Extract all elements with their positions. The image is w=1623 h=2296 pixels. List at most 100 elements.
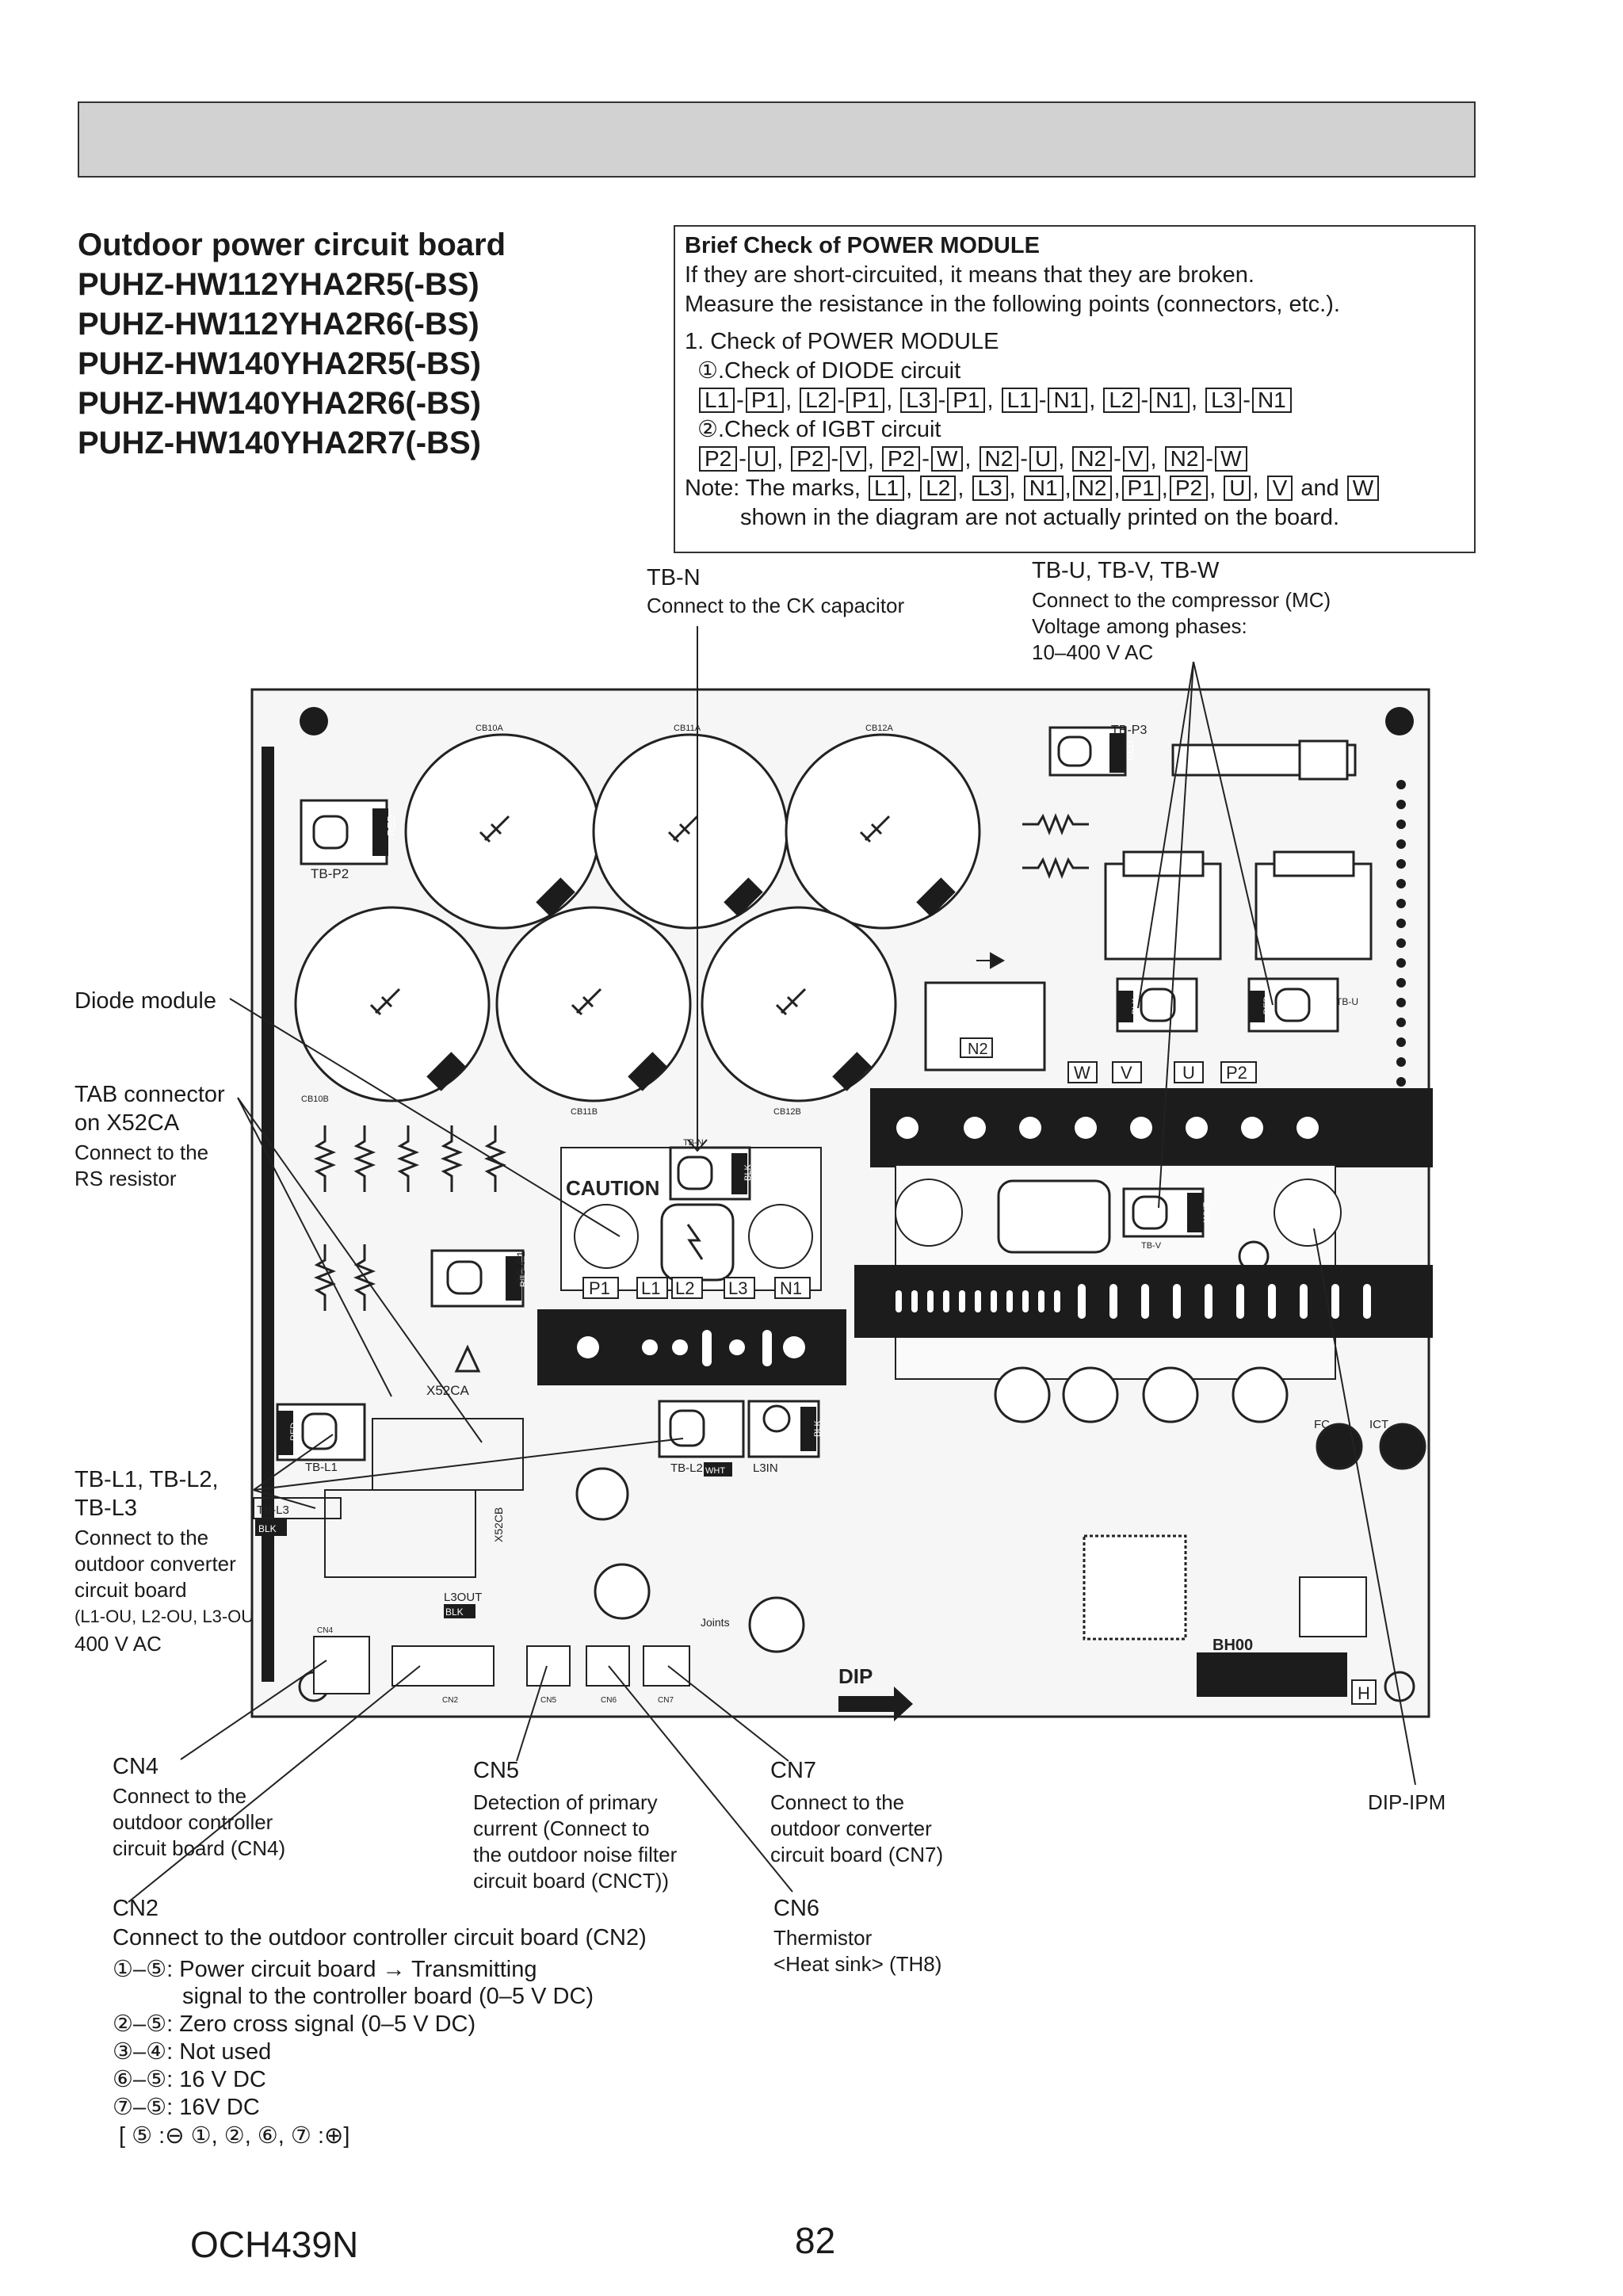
mount-hole: [1385, 707, 1414, 735]
header-bar: [78, 101, 1476, 178]
x52cb-relay: [324, 1489, 476, 1578]
mark-box: U: [1224, 476, 1251, 501]
cn5-desc: Detection of primary: [473, 1790, 658, 1814]
current-transformer-ct2: [1104, 862, 1222, 961]
mark-box: L2: [800, 388, 836, 413]
cn4-title: CN4: [113, 1754, 159, 1779]
diode-pairs: L1-P1, L2-P1, L3-P1, L1-N1, L2-N1, L3-N1: [685, 386, 1465, 415]
red-mark: RED: [1125, 740, 1136, 761]
tb-v-terminal: WHT TB-V: [1122, 1187, 1212, 1251]
cn2-line: ②–⑤: Zero cross signal (0–5 V DC): [113, 2011, 476, 2037]
cn2-board-label: CN2: [442, 1696, 458, 1705]
model-name: PUHZ-HW140YHA2R6(-BS): [78, 386, 481, 421]
cap-label-cb12a: CB12A: [865, 724, 894, 733]
leader-lines: [128, 626, 1416, 1903]
igbt-check-title: ②.Check of IGBT circuit: [697, 417, 941, 442]
capacitor-bank: [294, 733, 981, 1102]
model-name: PUHZ-HW112YHA2R5(-BS): [78, 267, 479, 302]
cap-label-cb11a: CB11A: [674, 724, 701, 733]
brief-check-line: If they are short-circuited, it means th…: [685, 262, 1254, 288]
mark-u: U: [1182, 1063, 1195, 1083]
tbl-desc: (L1-OU, L2-OU, L3-OU): [74, 1606, 260, 1626]
cn2-connector: [391, 1645, 495, 1687]
cn5-desc: circuit board (CNCT)): [473, 1869, 670, 1893]
brief-check-step: 1. Check of POWER MODULE: [685, 329, 999, 354]
capacitor-c13: [997, 1179, 1111, 1254]
cn14-connector: [1299, 1576, 1367, 1637]
capacitor-polarity: [369, 815, 891, 1016]
tab-connector-desc: RS resistor: [74, 1167, 177, 1190]
ipm-pins: [896, 1284, 1371, 1319]
mark-box: N2: [1164, 446, 1205, 472]
l3out-label: L3OUT: [444, 1591, 482, 1604]
mark-box: U: [1029, 446, 1057, 472]
cn7-desc: circuit board (CN7): [770, 1843, 944, 1866]
note-line: Note: The marks, L1, L2, L3, N1,N2,P1,P2…: [685, 474, 1465, 503]
cn4-desc: outdoor controller: [113, 1810, 273, 1834]
cn7-board-label: CN7: [658, 1696, 674, 1705]
mark-box: W: [1215, 446, 1247, 472]
caution-label: CAUTION: [566, 1176, 659, 1200]
blk-mark: BLK: [445, 1606, 464, 1618]
brief-check-heading: Brief Check of POWER MODULE: [685, 233, 1040, 258]
mark-box: L3: [1205, 388, 1242, 413]
resistor-r370a: [1022, 812, 1089, 836]
tab-connector-desc: Connect to the: [74, 1140, 209, 1164]
cap-label-cb12b: CB12B: [773, 1107, 801, 1117]
cn2-line: signal to the controller board (0–5 V DC…: [182, 1984, 594, 2009]
dipipm-label: DIP-IPM: [1368, 1790, 1446, 1814]
bh00-connector: [1197, 1652, 1347, 1697]
mark-box: N1: [1150, 388, 1190, 413]
mark-box: P2: [791, 446, 830, 472]
cn6-desc: <Heat sink> (TH8): [773, 1952, 942, 1976]
resistor-r370b: [1022, 856, 1089, 880]
brief-check-line: Measure the resistance in the following …: [685, 292, 1340, 317]
mark-n1: N1: [780, 1278, 802, 1298]
cn2-line: ①–⑤: Power circuit board → Transmitting: [113, 1957, 537, 1982]
ict-label: ICT: [1369, 1418, 1388, 1431]
blk-mark: BLK: [258, 1523, 277, 1534]
tb-l1-label: TB-L1: [305, 1461, 338, 1474]
red-mark: RED: [519, 1269, 529, 1287]
wht-mark: WHT: [705, 1466, 725, 1476]
tbuvw-desc: Connect to the compressor (MC): [1032, 588, 1331, 612]
jp100-cap: [1298, 739, 1349, 781]
tbn-title: TB-N: [647, 565, 701, 590]
diode-module-label: Diode module: [74, 988, 216, 1014]
tbuvw-desc: 10–400 V AC: [1032, 640, 1154, 664]
cap-label-cb11b: CB11B: [571, 1107, 598, 1117]
mark-box: L1: [1001, 388, 1037, 413]
wht-mark: WHT: [1202, 1202, 1212, 1222]
tbuvw-desc: Voltage among phases:: [1032, 614, 1247, 638]
page-number: 82: [795, 2220, 836, 2261]
tbn-desc: Connect to the CK capacitor: [647, 594, 905, 617]
tb-p3-label: TB-P3: [1111, 724, 1147, 737]
dip-label: DIP: [838, 1664, 873, 1688]
output-marks: W V U P2: [1067, 1061, 1257, 1083]
nr10: [660, 1203, 735, 1282]
cn2-title: CN2: [113, 1896, 159, 1921]
tb-p1-terminal: RED TB-P1: [430, 1249, 529, 1308]
tbl-title: TB-L1, TB-L2,: [74, 1467, 219, 1492]
mark-box: L3: [972, 476, 1008, 501]
x52cb-label: X52CB: [492, 1507, 505, 1542]
joints-label: Joints: [701, 1616, 730, 1629]
tb-v-label: TB-V: [1141, 1241, 1162, 1251]
cn6-board-label: CN6: [601, 1696, 617, 1705]
mark-box: N1: [1048, 388, 1088, 413]
mark-w: W: [1074, 1063, 1090, 1083]
tb-u-terminal: RED: [1247, 977, 1339, 1033]
mark-p1: P1: [589, 1278, 610, 1298]
brief-check-box: Brief Check of POWER MODULE If they are …: [674, 225, 1476, 553]
capacitor-terminal: [426, 877, 956, 1091]
tb-w-terminal: BLK: [1116, 977, 1198, 1033]
mark-box: N1: [1251, 388, 1292, 413]
h-label: H: [1358, 1683, 1370, 1703]
mark-box: N2: [1072, 476, 1113, 501]
mark-v: V: [1121, 1063, 1132, 1083]
mark-box: U: [747, 446, 776, 472]
igbt-pairs: P2-U, P2-V, P2-W, N2-U, N2-V, N2-W: [685, 445, 1465, 474]
cn6-connector: [586, 1645, 630, 1687]
tbl-title: TB-L3: [74, 1496, 137, 1521]
tb-p2-terminal: RED TB-P2: [300, 799, 397, 881]
